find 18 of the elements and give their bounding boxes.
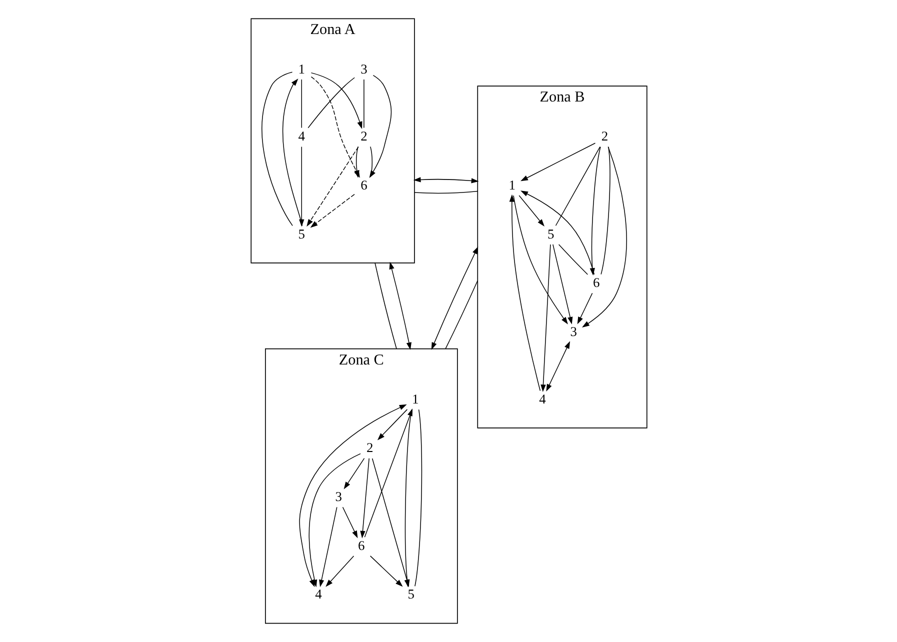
node-text: 1 bbox=[508, 177, 516, 192]
node-text: 6 bbox=[358, 538, 364, 553]
node-text: 2 bbox=[366, 440, 373, 456]
node-text: 5 bbox=[547, 226, 554, 242]
node-text: 5 bbox=[298, 226, 304, 242]
node-text: 3 bbox=[360, 61, 367, 76]
node-text: 4 bbox=[298, 128, 304, 144]
node-text: 4 bbox=[538, 391, 546, 406]
node-text: 3 bbox=[570, 324, 576, 339]
node-text: 4 bbox=[314, 586, 322, 602]
node-text: 6 bbox=[592, 275, 600, 290]
node-text: 3 bbox=[334, 489, 342, 504]
node-text: 1 bbox=[411, 391, 418, 406]
node-text: 2 bbox=[360, 128, 367, 144]
node-text: 2 bbox=[600, 128, 608, 144]
node-text: 1 bbox=[298, 61, 304, 76]
node-text: 6 bbox=[360, 177, 367, 192]
node-text: 5 bbox=[407, 586, 414, 602]
